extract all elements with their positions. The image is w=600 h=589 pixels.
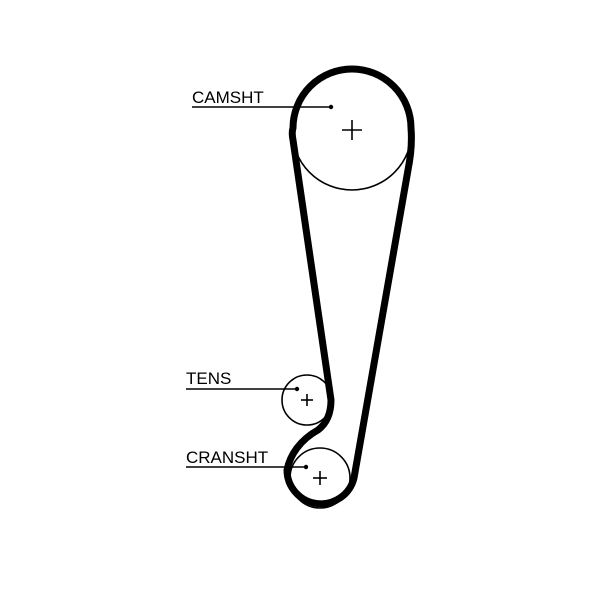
camshaft-leader (192, 104, 334, 110)
tensioner-label: TENS (186, 369, 231, 388)
camshaft-label: CAMSHT (192, 88, 264, 107)
timing-belt (283, 65, 415, 508)
crankshaft-label: CRANSHT (186, 448, 268, 467)
crankshaft-leader (186, 464, 309, 470)
tensioner-leader (186, 386, 300, 392)
